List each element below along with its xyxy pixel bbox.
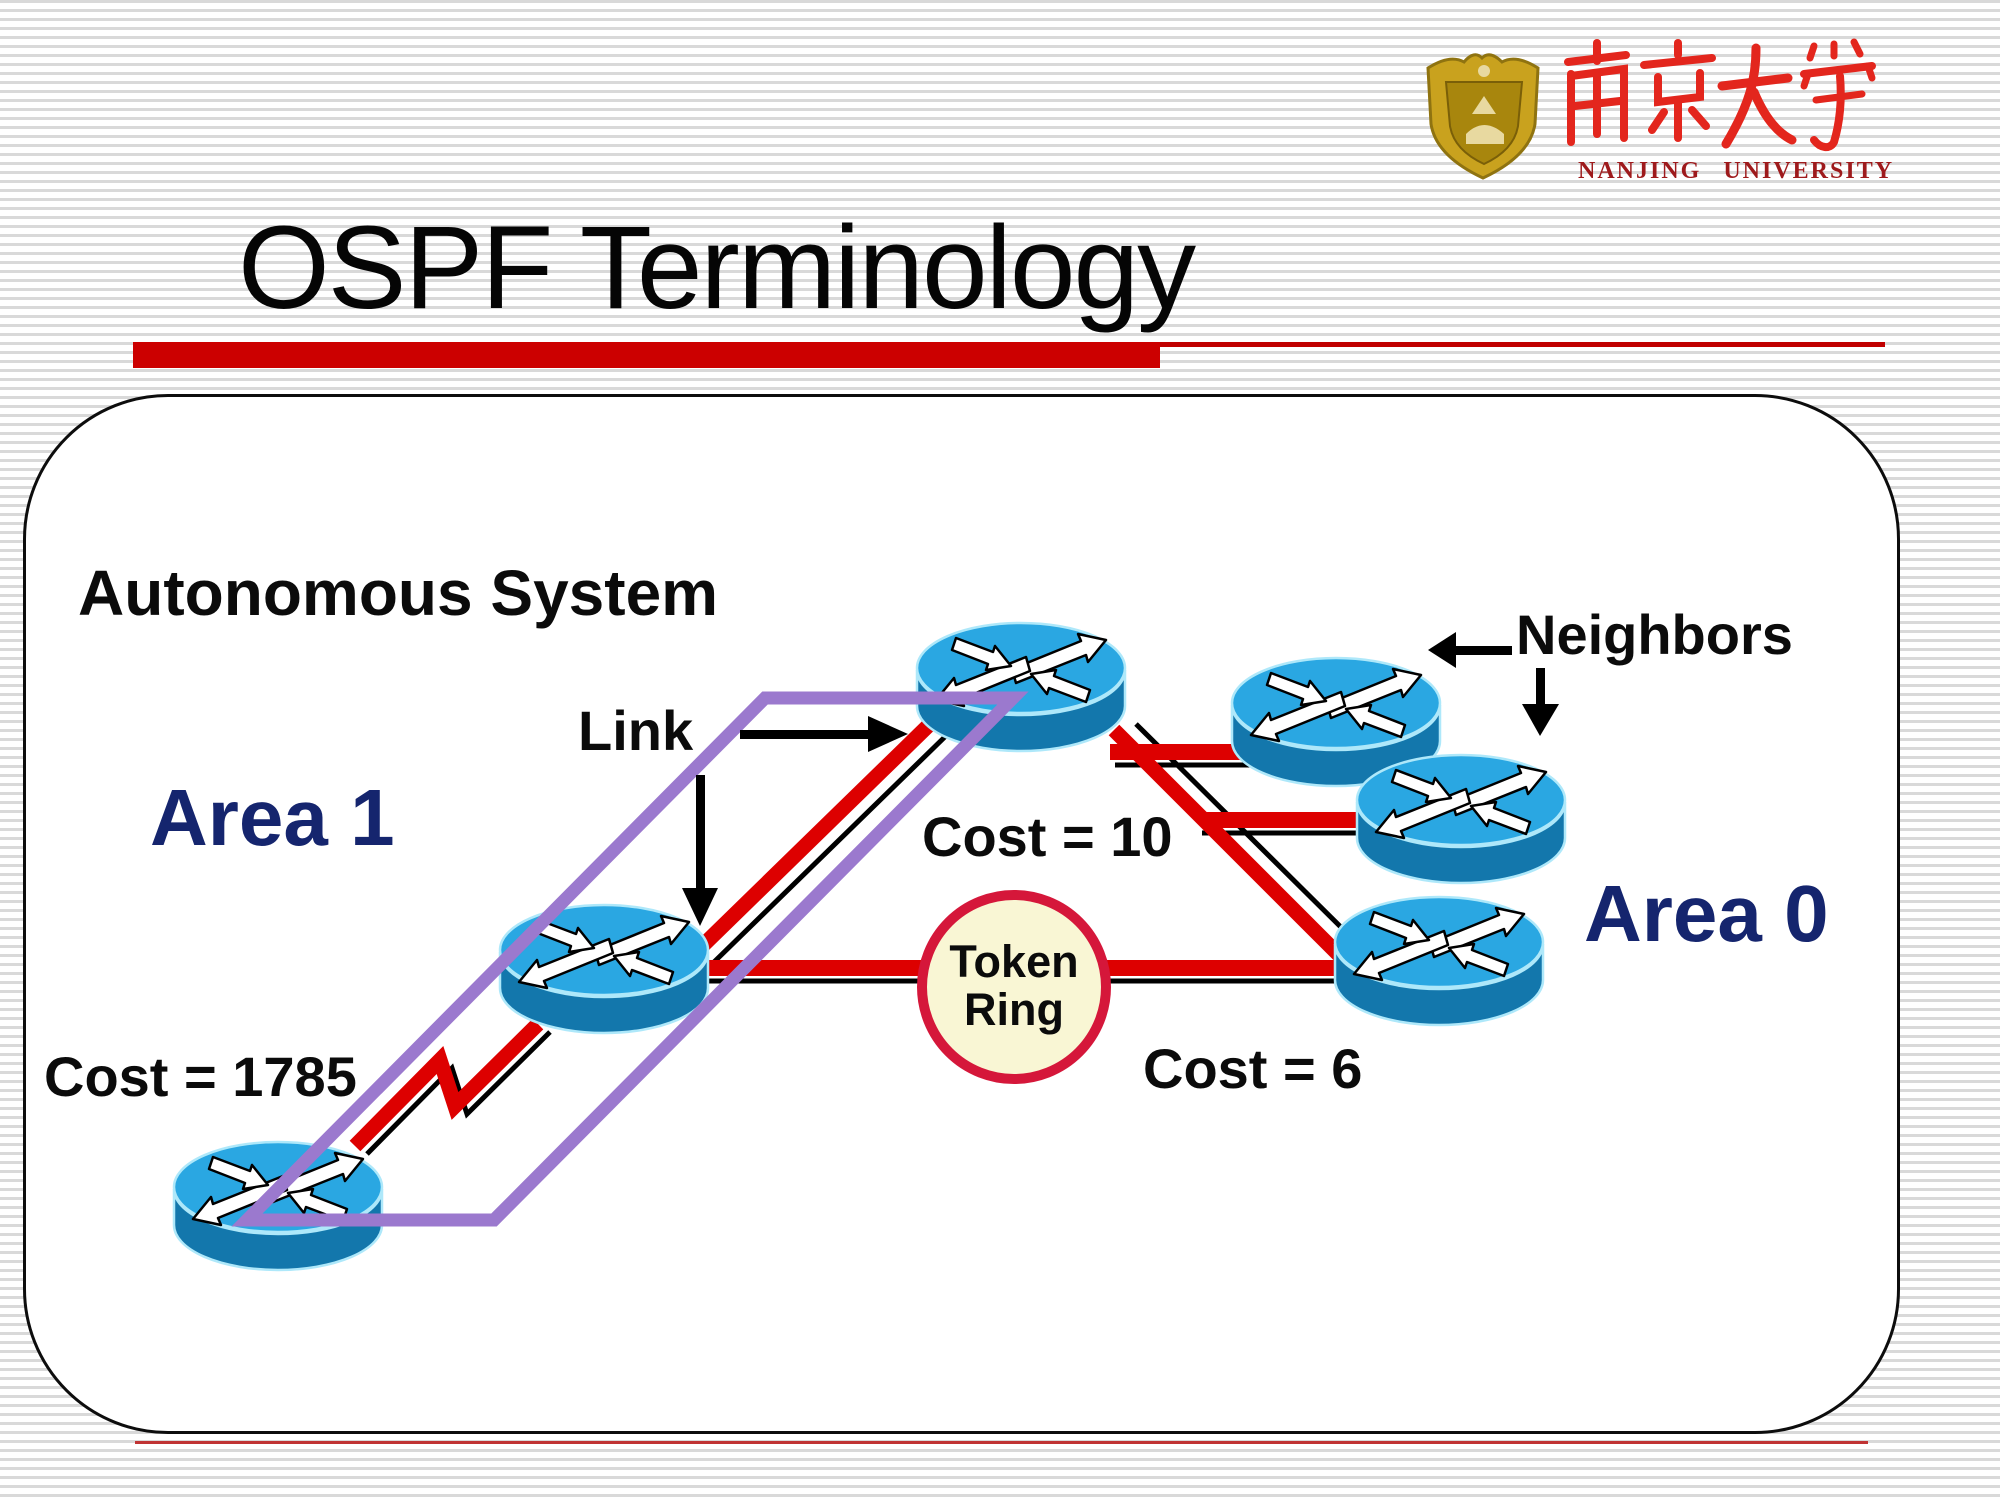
- token-ring-label: Token Ring: [919, 938, 1109, 1034]
- router-area1-border: [915, 621, 1127, 753]
- link-arrow-down-icon: [682, 775, 718, 926]
- cost-6-label: Cost = 6: [1143, 1037, 1363, 1100]
- area0-label: Area 0: [1584, 869, 1829, 958]
- page-title: OSPF Terminology: [238, 202, 1196, 334]
- serial-uplink-red: [684, 716, 938, 964]
- token-ring-label-line2: Ring: [964, 984, 1064, 1035]
- footer-rule: [135, 1441, 1868, 1444]
- router-area1-middle: [498, 903, 710, 1035]
- link-shadow-lines: [365, 722, 1370, 1156]
- area1-label: Area 1: [150, 773, 395, 862]
- router-area0-middle: [1355, 753, 1567, 885]
- title-accent-bar: [133, 342, 1160, 368]
- university-name-latin: NANJING UNIVERSITY: [1578, 158, 1895, 184]
- nanjing-university-chinese-logotype: [1564, 38, 1876, 151]
- neighbors-label: Neighbors: [1516, 603, 1793, 666]
- diagonal-c-red: [1108, 724, 1348, 964]
- serial-zigzag-red: [349, 1018, 544, 1152]
- cost-1785-label: Cost = 1785: [44, 1045, 357, 1108]
- autonomous-system-label: Autonomous System: [78, 557, 719, 629]
- neighbors-arrow-left-icon: [1428, 632, 1512, 668]
- nanjing-university-logo: [1426, 38, 1876, 180]
- diagonal-c-black: [1134, 722, 1366, 952]
- serial-zigzag-black: [365, 1030, 552, 1156]
- token-ring-node: [917, 890, 1111, 1084]
- cost-10-label: Cost = 10: [922, 805, 1173, 868]
- router-area0-bottom: [1333, 895, 1545, 1027]
- university-shield-icon: [1426, 53, 1540, 180]
- serial-uplink-black: [710, 726, 956, 966]
- link-arrow-right-icon: [740, 716, 908, 752]
- link-label: Link: [578, 699, 694, 762]
- router-area1-bottom: [172, 1140, 384, 1272]
- annotation-arrows: [682, 632, 1559, 926]
- area1-boundary-outline: [231, 691, 1029, 1227]
- neighbors-arrow-down-icon: [1522, 668, 1559, 736]
- title-accent-line: [1160, 342, 1885, 347]
- token-ring-label-line1: Token: [949, 936, 1079, 987]
